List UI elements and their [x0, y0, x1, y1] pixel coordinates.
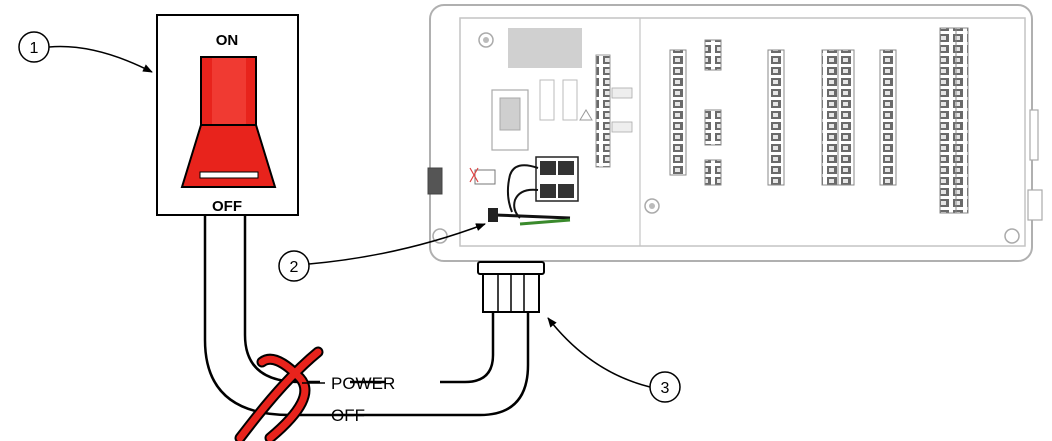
svg-text:2: 2 — [290, 259, 299, 276]
power-cable — [203, 215, 440, 417]
leader-arrow-icon — [308, 223, 486, 265]
callout-2: 2 — [278, 223, 486, 282]
power-connector — [469, 156, 579, 226]
controller-enclosure — [427, 4, 1043, 262]
leader-arrow-icon — [48, 45, 153, 73]
switch-off-indicator — [199, 171, 259, 179]
gland-cable — [440, 312, 530, 417]
label-plate — [508, 28, 582, 68]
cable-label-off: OFF — [331, 406, 365, 425]
power-switch: ON OFF — [156, 14, 299, 216]
callout-3: 3 — [547, 317, 681, 403]
switch-on-label: ON — [216, 32, 239, 49]
svg-text:3: 3 — [661, 380, 670, 397]
callout-1: 1 — [18, 31, 153, 73]
leader-arrow-icon — [547, 317, 651, 388]
cable-label-power: POWER — [331, 374, 395, 393]
switch-off-label: OFF — [212, 198, 242, 215]
red-x-mark-icon — [234, 346, 324, 441]
screw-icon — [1004, 228, 1020, 244]
svg-text:1: 1 — [30, 40, 39, 57]
cable-gland — [477, 261, 545, 313]
switch-rocker-highlight — [212, 58, 246, 124]
